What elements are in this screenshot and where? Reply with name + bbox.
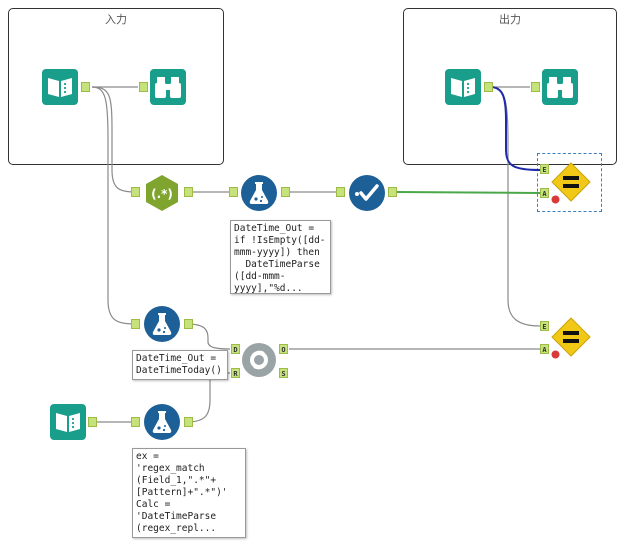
wire-formula2-dynamic	[186, 323, 231, 350]
dynamic-s-anchor[interactable]: S	[279, 368, 288, 378]
test2-tool[interactable]	[551, 317, 591, 362]
dynamic-o-anchor[interactable]: O	[279, 344, 288, 354]
formula1-output-anchor[interactable]	[281, 187, 290, 197]
equals-icon	[551, 317, 591, 357]
input-data-output-anchor[interactable]	[81, 82, 90, 92]
output-container-title: 出力	[499, 13, 521, 26]
formula2-input-anchor[interactable]	[131, 319, 140, 329]
test2-error-indicator	[551, 346, 560, 364]
book-icon	[50, 404, 86, 440]
formula2-annotation: DateTime_Out = DateTimeToday()	[132, 350, 228, 380]
flask-icon	[241, 175, 277, 211]
input-data-2-output-anchor[interactable]	[88, 417, 97, 427]
test2-e-anchor[interactable]: E	[540, 321, 549, 331]
formula3-tool[interactable]	[143, 403, 181, 446]
input-container-title: 入力	[105, 13, 127, 26]
dynamic-replace-tool[interactable]	[240, 341, 278, 384]
wire-input-regex	[91, 86, 139, 193]
regex-tool[interactable]: (.*)	[143, 174, 181, 217]
test1-tool[interactable]	[551, 162, 591, 207]
dynamic-r-anchor[interactable]: R	[231, 368, 240, 378]
book-icon	[42, 69, 78, 105]
regex-symbol: (.*)	[151, 187, 173, 201]
flask-icon	[144, 306, 180, 342]
browse-input-anchor[interactable]	[139, 82, 148, 92]
regex-input-anchor[interactable]	[131, 187, 140, 197]
select-output-anchor[interactable]	[388, 187, 397, 197]
test1-e-anchor[interactable]: E	[540, 164, 549, 174]
output-container[interactable]: 出力	[403, 8, 617, 165]
gears-icon	[242, 343, 276, 377]
wire-select-test1	[396, 191, 541, 194]
equals-icon	[551, 162, 591, 202]
test1-a-anchor[interactable]: A	[540, 188, 549, 198]
binoculars-icon	[542, 69, 578, 105]
selection-box	[537, 153, 602, 212]
regex-output-anchor[interactable]	[184, 187, 193, 197]
formula2-output-anchor[interactable]	[184, 319, 193, 329]
wire-output-test1	[489, 86, 541, 171]
formula3-annotation: ex = 'regex_match (Field_1,".*"+ [Patter…	[132, 448, 246, 538]
formula1-input-anchor[interactable]	[229, 187, 238, 197]
output-input-data-anchor[interactable]	[484, 82, 493, 92]
dynamic-d-anchor[interactable]: D	[231, 344, 240, 354]
output-browse-input-anchor[interactable]	[531, 82, 540, 92]
flask-icon	[144, 404, 180, 440]
regex-icon: (.*)	[146, 175, 178, 211]
select-tool[interactable]	[348, 174, 386, 217]
formula1-tool[interactable]	[240, 174, 278, 217]
select-input-anchor[interactable]	[336, 187, 345, 197]
checkmark-icon	[349, 175, 385, 211]
book-icon	[445, 69, 481, 105]
formula2-tool[interactable]	[143, 305, 181, 348]
test2-a-anchor[interactable]: A	[540, 344, 549, 354]
output-input-data-tool[interactable]	[445, 69, 481, 110]
input-data-tool[interactable]	[42, 69, 78, 110]
formula1-annotation: DateTime_Out = if !IsEmpty([dd- mmm-yyyy…	[230, 220, 331, 294]
binoculars-icon	[150, 69, 186, 105]
formula3-input-anchor[interactable]	[131, 417, 140, 427]
test1-error-indicator	[551, 191, 560, 209]
wire-output-test2	[489, 86, 541, 327]
wire-formula3-dynamic	[186, 372, 231, 423]
input-data-2-tool[interactable]	[50, 404, 86, 445]
formula3-output-anchor[interactable]	[184, 417, 193, 427]
output-browse-tool[interactable]	[542, 69, 578, 110]
wire-input-formula2	[91, 86, 139, 325]
browse-tool[interactable]	[150, 69, 186, 110]
